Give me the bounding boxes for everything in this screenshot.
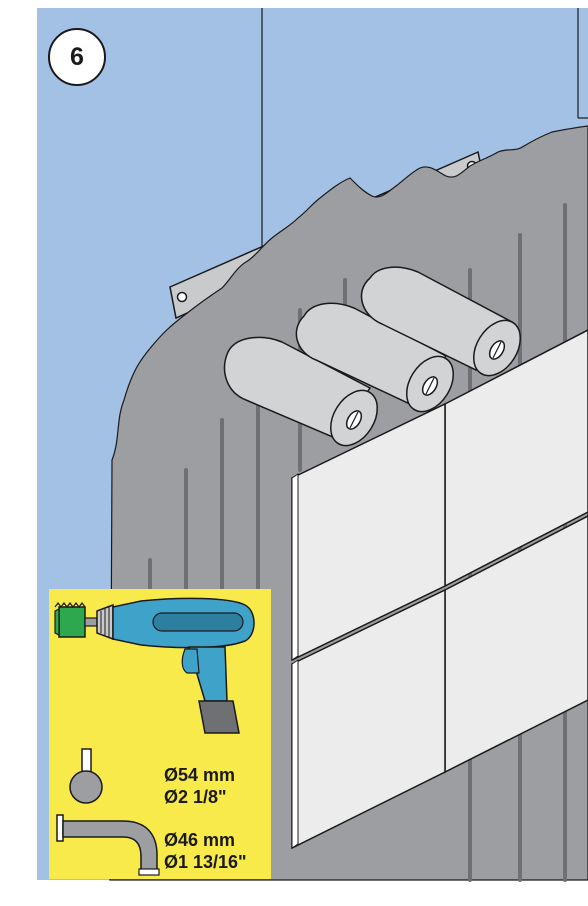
drill-with-hole-saw-icon xyxy=(54,597,255,734)
step-number: 6 xyxy=(48,28,106,86)
spout-icon xyxy=(56,814,160,876)
knob-diameter-in: Ø2 1/8" xyxy=(164,787,227,807)
tool-panel: Ø54 mm Ø2 1/8" Ø46 mm Ø1 13/16" xyxy=(49,589,271,879)
pipe-sleeve xyxy=(223,336,378,447)
tile-edge xyxy=(291,659,299,849)
pipe-sleeve xyxy=(295,302,454,413)
knob-handle-icon xyxy=(69,748,103,804)
pipe-sleeve xyxy=(360,266,521,377)
plate-screw xyxy=(176,291,188,303)
spout-diameter-in: Ø1 13/16" xyxy=(164,852,247,872)
tile-edge xyxy=(291,473,299,661)
spout-diameter-mm: Ø46 mm xyxy=(164,830,236,850)
knob-diameter-mm: Ø54 mm xyxy=(164,765,236,785)
